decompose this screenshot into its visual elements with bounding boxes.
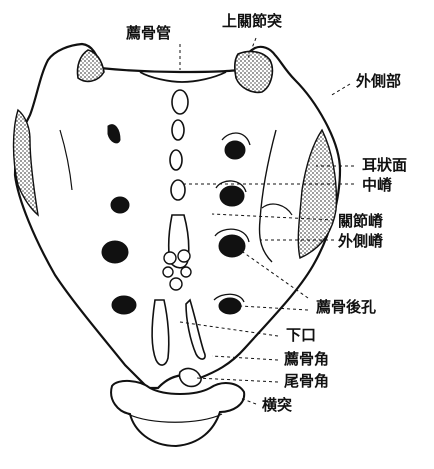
- label-transverse-process: 横突: [262, 396, 292, 414]
- label-articular-crest: 關節嵴: [338, 212, 384, 230]
- coccyx-transverse-process: [111, 381, 244, 446]
- label-lateral-crest: 外側嵴: [337, 232, 384, 250]
- label-superior-articular-process: 上關節突: [222, 12, 282, 30]
- label-posterior-sacral-foramina: 薦骨後孔: [316, 298, 376, 316]
- label-sacral-canal: 薦骨管: [126, 24, 171, 42]
- label-median-crest: 中嵴: [362, 176, 393, 194]
- label-auricular-surface: 耳狀面: [362, 156, 407, 174]
- label-lateral-part: 外側部: [355, 72, 401, 90]
- label-sacral-cornu: 薦骨角: [284, 350, 329, 368]
- label-coccygeal-cornu: 尾骨角: [284, 372, 329, 390]
- label-inferior-opening: 下口: [286, 326, 316, 344]
- sacral-cornu: [152, 300, 169, 365]
